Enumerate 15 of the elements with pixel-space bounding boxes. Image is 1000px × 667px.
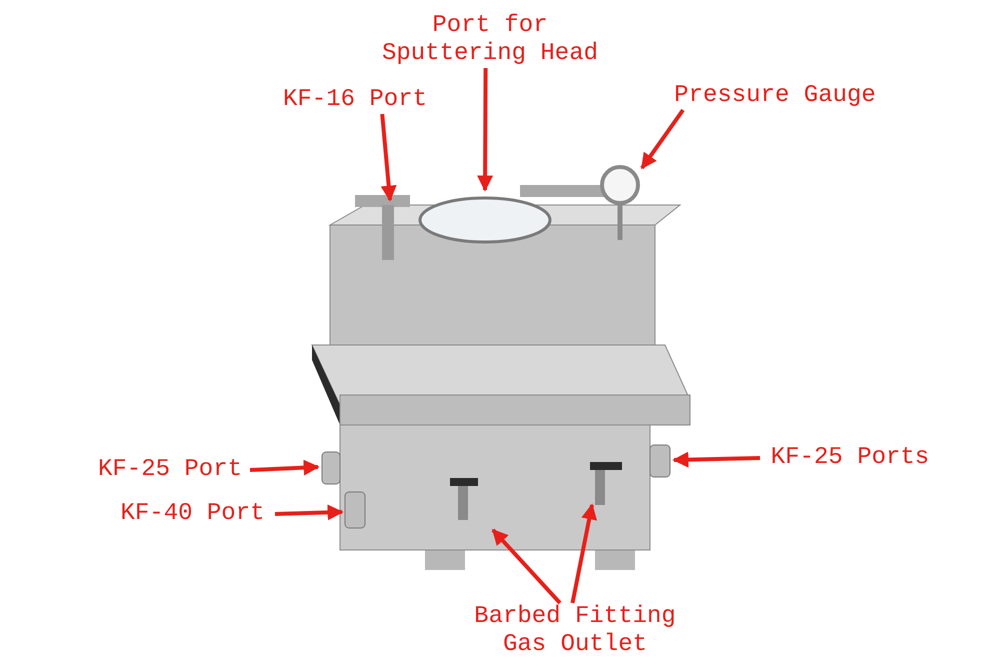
- leader-arrow: [380, 114, 397, 202]
- leader-arrow: [640, 108, 685, 170]
- callout-label: KF-25 Port: [90, 456, 250, 484]
- leader-arrow: [274, 504, 344, 520]
- leader-arrow: [250, 460, 320, 476]
- callout-label: Port for Sputtering Head: [380, 12, 600, 68]
- leader-arrow: [492, 528, 562, 604]
- leader-arrow: [570, 503, 598, 604]
- callout-label: KF-40 Port: [110, 500, 275, 528]
- callout-label: KF-16 Port: [270, 86, 440, 114]
- leader-arrow: [672, 452, 760, 468]
- leader-arrow: [477, 68, 494, 192]
- callout-label: Barbed Fitting Gas Outlet: [450, 603, 700, 659]
- callout-label: Pressure Gauge: [660, 82, 890, 110]
- callout-label: KF-25 Ports: [760, 444, 940, 472]
